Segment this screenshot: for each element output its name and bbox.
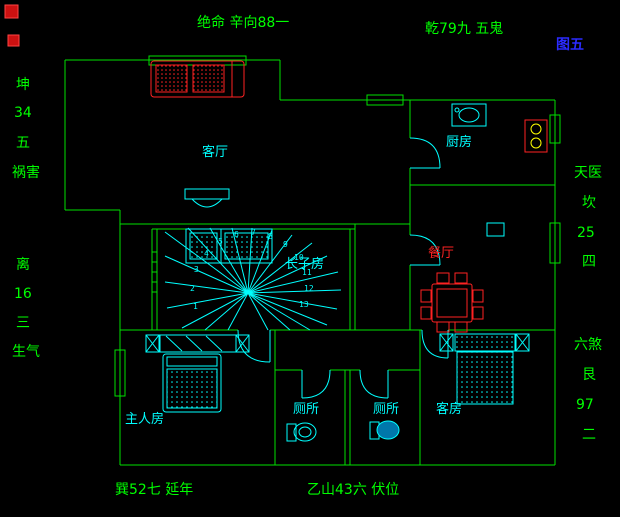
kitchen-furniture	[451, 103, 548, 153]
room-label-toilet-right: 厕所	[373, 402, 400, 417]
room-label-dining: 餐厅	[428, 246, 455, 261]
dining-chair	[436, 272, 450, 284]
annotation-left-top: 祸害	[12, 165, 40, 181]
living-room-furniture	[150, 60, 245, 208]
guest-bed-mattress	[456, 351, 514, 405]
toilet	[286, 423, 297, 442]
door-arc-guest	[421, 329, 449, 359]
annotation-right-top: 25	[577, 225, 595, 241]
room-label-master: 主人房	[125, 412, 165, 427]
red-bed-pillow	[192, 64, 225, 93]
stove	[524, 119, 548, 153]
nightstand	[235, 334, 250, 353]
annotation-bottom-left: 巽52七 延年	[115, 482, 194, 498]
son-room-furniture	[185, 228, 273, 264]
son-bed-pillow	[189, 232, 218, 260]
wardrobe	[159, 334, 237, 353]
annotation-right-top: 天医	[574, 165, 602, 181]
stair-step-number: 2	[190, 284, 195, 293]
son-bed	[185, 228, 273, 264]
red-bed	[150, 60, 245, 98]
door-arc-toilet-right	[359, 369, 389, 399]
room-label-kitchen: 厨房	[446, 135, 473, 150]
room-label-eldest-son: 长子房	[285, 257, 325, 272]
stair-step-number: 1	[193, 302, 198, 311]
tv-icon	[191, 198, 223, 208]
dining-chair	[420, 306, 432, 320]
red-bed-pillow	[155, 64, 188, 93]
stair-step-number: 11	[302, 268, 312, 277]
master-bed	[162, 353, 222, 413]
figure-number-label: 图五	[556, 37, 584, 53]
annotation-left-bottom: 离	[16, 257, 30, 273]
tv-stand	[184, 188, 230, 200]
window	[549, 222, 561, 264]
stove-burner	[530, 123, 542, 135]
stair-step-number: 13	[299, 300, 309, 309]
annotation-right-bottom: 二	[582, 427, 596, 443]
annotation-right-bottom: 97	[576, 397, 594, 413]
nightstand	[515, 333, 530, 352]
window	[549, 114, 561, 144]
dining-table	[431, 283, 473, 323]
nightstand	[145, 334, 160, 353]
stair-step-number: 3	[194, 265, 199, 274]
dining-chair	[472, 306, 484, 320]
annotation-right-top: 四	[582, 254, 596, 270]
master-bed-pillow	[166, 356, 218, 367]
stair-step-number: 9	[283, 240, 288, 249]
annotation-left-bottom: 生气	[12, 344, 40, 360]
annotation-right-bottom: 艮	[582, 367, 596, 383]
annotation-left-top: 五	[16, 135, 30, 151]
window	[114, 349, 126, 397]
doors	[237, 137, 449, 399]
corner-mark	[4, 4, 20, 47]
dining-chair	[454, 272, 468, 284]
stair-step-number: 8	[268, 232, 273, 241]
dining-chair	[454, 321, 468, 333]
dining-chair	[436, 321, 450, 333]
annotation-left-top: 坤	[16, 77, 30, 93]
guest-room-furniture	[439, 333, 530, 405]
annotation-top-left: 绝命 辛向88一	[197, 15, 290, 31]
room-label-living: 客厅	[202, 145, 229, 160]
nightstand	[439, 333, 454, 352]
toilet-fixtures	[286, 420, 400, 442]
annotation-left-top: 34	[14, 105, 32, 121]
dining-chair	[420, 289, 432, 303]
door-arc-kitchen	[409, 137, 441, 169]
stove-burner	[530, 137, 542, 149]
door-arc-toilet-left	[301, 369, 331, 399]
window	[366, 94, 404, 106]
master-bed-mattress	[166, 368, 218, 409]
stair-step-number: 10	[294, 253, 304, 262]
annotation-left-bottom: 三	[16, 315, 30, 331]
annotation-bottom-right: 乙山43六 伏位	[307, 482, 400, 498]
stair-step-number: 12	[304, 284, 314, 293]
master-room-furniture	[145, 334, 250, 413]
walls	[64, 59, 556, 466]
wall-cabinet	[486, 222, 505, 237]
dining-chair	[472, 289, 484, 303]
room-label-toilet-left: 厕所	[293, 402, 320, 417]
annotation-right-top: 坎	[582, 195, 596, 211]
dining-furniture	[420, 222, 505, 333]
door-arc-dining	[409, 234, 441, 266]
annotation-left-bottom: 16	[14, 286, 32, 302]
guest-bed-pillow	[454, 333, 516, 352]
annotation-top-right: 乾79九 五鬼	[425, 21, 504, 37]
room-label-guest: 客房	[436, 402, 463, 417]
son-bed-mattress	[224, 232, 269, 260]
kitchen-sink	[451, 103, 487, 127]
annotation-right-bottom: 六煞	[574, 337, 602, 353]
